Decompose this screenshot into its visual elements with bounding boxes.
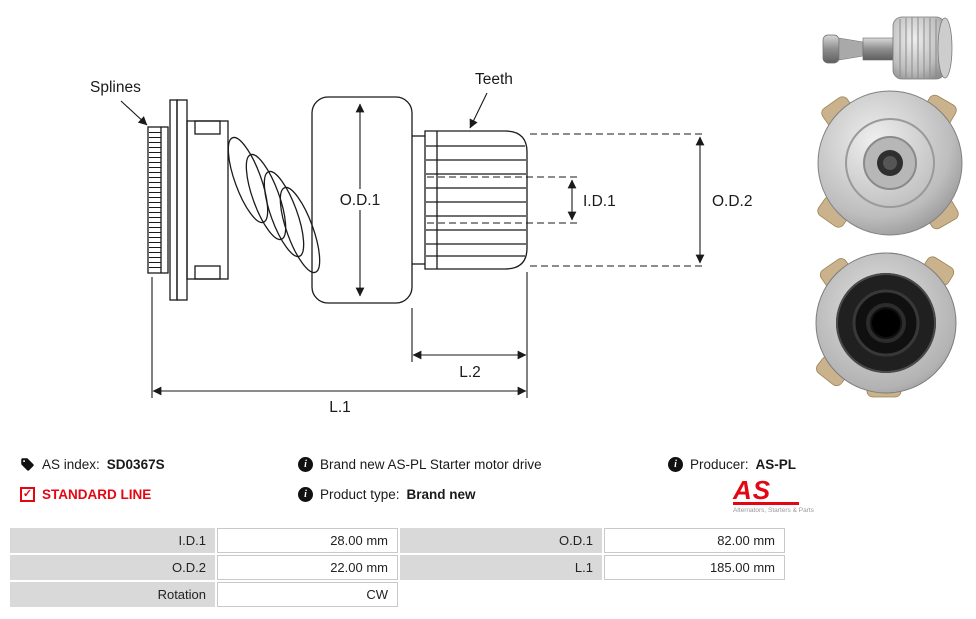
product-photo-clutch-front (815, 252, 957, 398)
dimension-lines (120, 92, 705, 398)
collar-disc (169, 99, 178, 301)
hidden-lines (427, 133, 706, 267)
as-index: AS index: SD0367S (20, 457, 165, 472)
spec-empty-cell (604, 582, 785, 607)
info-icon (668, 457, 683, 472)
spec-label-rotation: Rotation (10, 582, 215, 607)
od1-label: O.D.1 (340, 192, 380, 209)
info-icon (298, 457, 313, 472)
splines-label: Splines (90, 79, 141, 96)
spec-value-id1: 28.00 mm (217, 528, 398, 553)
collar-drum (186, 120, 229, 280)
id1-label: I.D.1 (583, 193, 616, 210)
spec-label-od2: O.D.2 (10, 555, 215, 580)
product-type: Product type: Brand new (298, 487, 476, 502)
spline-shaft (147, 126, 169, 274)
standard-line: STANDARD LINE (20, 487, 151, 502)
spec-value-od1: 82.00 mm (604, 528, 785, 553)
description-text: Brand new AS-PL Starter motor drive (320, 457, 542, 472)
teeth-leader (469, 92, 488, 129)
spec-value-rotation: CW (217, 582, 398, 607)
part-outline (147, 96, 528, 304)
splines-leader (120, 100, 148, 126)
collar-disc (176, 99, 188, 301)
spec-label-l1: L.1 (400, 555, 602, 580)
as-index-value: SD0367S (106, 457, 165, 472)
teeth-label: Teeth (475, 71, 513, 88)
producer-value: AS-PL (755, 457, 797, 472)
asl-logo-underline (733, 502, 799, 505)
asl-producer-logo: AS Alternators, Starters & Parts (733, 475, 814, 514)
asl-logo-subtext: Alternators, Starters & Parts (733, 506, 814, 514)
spec-value-od2: 22.00 mm (217, 555, 398, 580)
product-description: Brand new AS-PL Starter motor drive (298, 457, 542, 472)
spec-empty-cell (400, 582, 602, 607)
as-index-label: AS index: (42, 457, 100, 472)
standard-line-label: STANDARD LINE (42, 487, 152, 502)
pinion-gear (424, 130, 528, 270)
technical-drawing: Splines Teeth O.D.1 I.D.1 O.D.2 L.2 L.1 (90, 71, 752, 416)
checkbox-checked-icon (20, 487, 35, 502)
spec-table: I.D.1 28.00 mm O.D.1 82.00 mm O.D.2 22.0… (10, 528, 785, 607)
tag-icon (21, 458, 34, 471)
od2-label: O.D.2 (712, 193, 752, 210)
producer-label: Producer: (690, 457, 749, 472)
spec-value-l1: 185.00 mm (604, 555, 785, 580)
product-photo-shaft (822, 16, 953, 80)
spec-label-id1: I.D.1 (10, 528, 215, 553)
product-photo-disc-back (817, 90, 963, 236)
producer: Producer: AS-PL (668, 457, 796, 472)
l1-label: L.1 (329, 399, 351, 416)
info-icon (298, 487, 313, 502)
product-type-value: Brand new (406, 487, 476, 502)
l2-label: L.2 (459, 364, 481, 381)
spec-label-od1: O.D.1 (400, 528, 602, 553)
product-photos (815, 16, 963, 398)
spring-coil (227, 136, 321, 274)
clutch-body (311, 96, 413, 304)
product-type-label: Product type: (320, 487, 400, 502)
asl-logo-wordmark: AS (733, 475, 772, 505)
